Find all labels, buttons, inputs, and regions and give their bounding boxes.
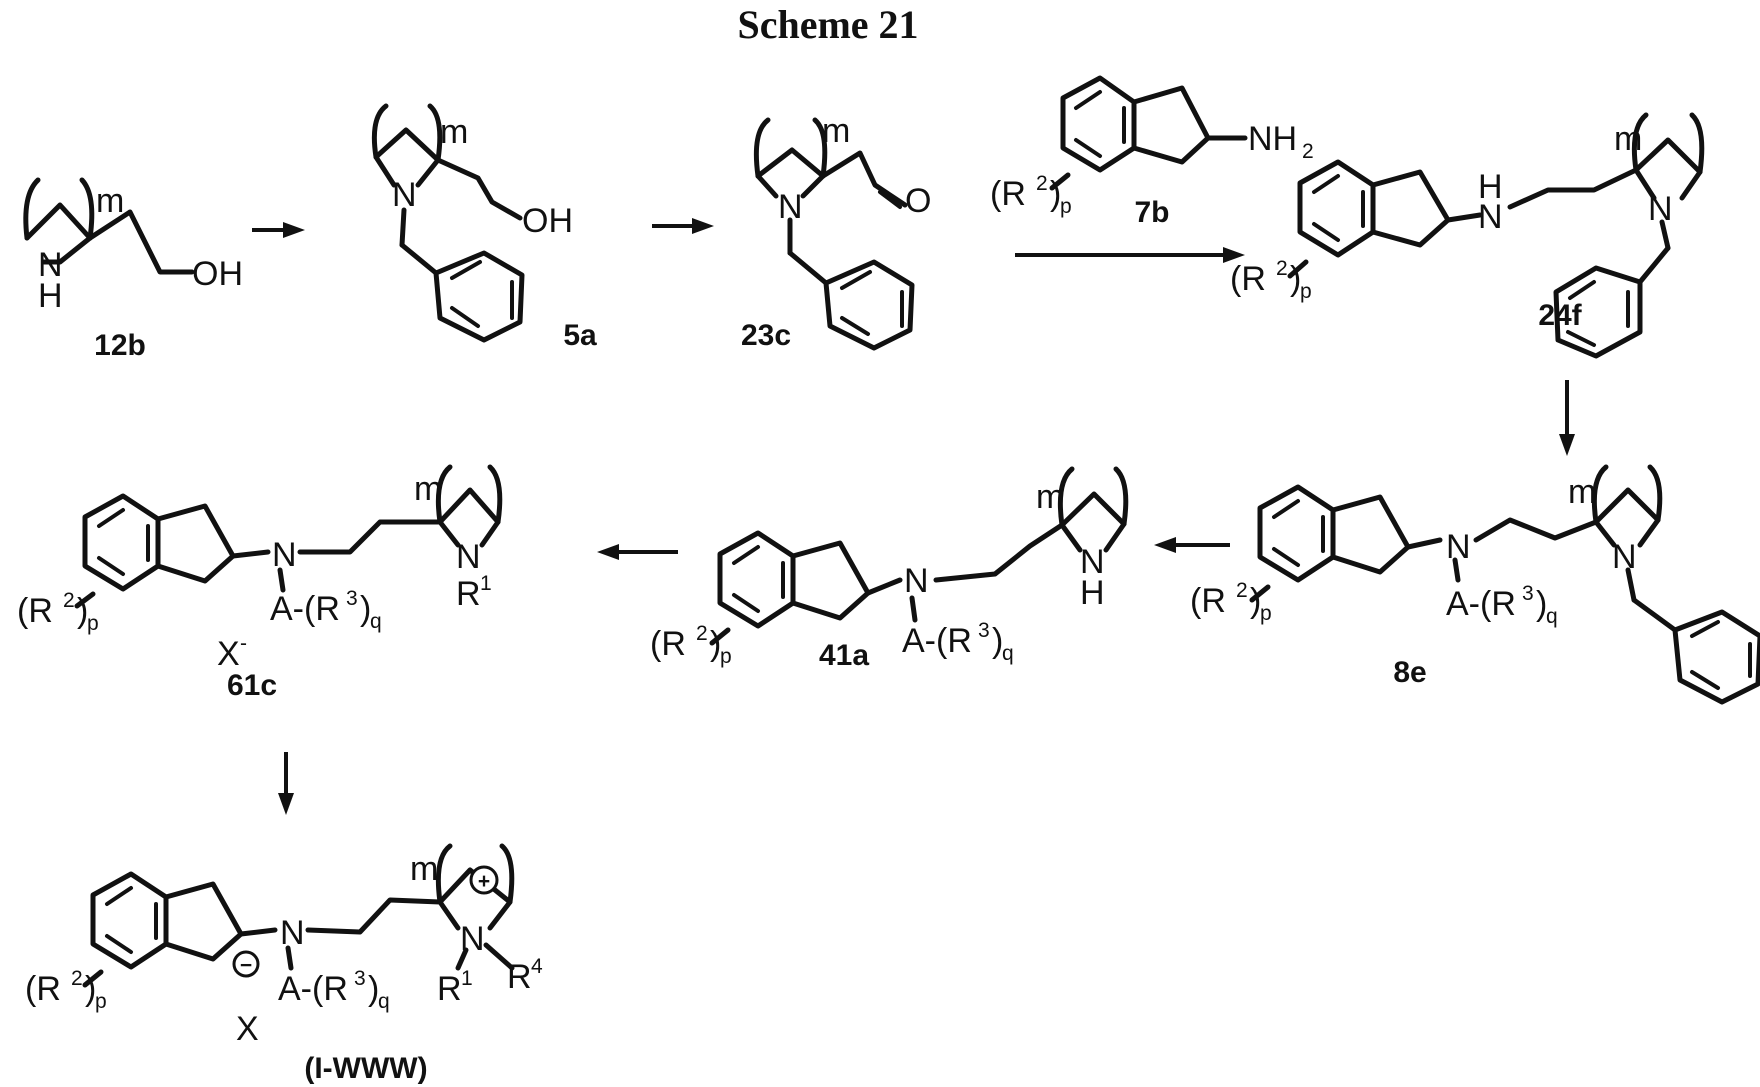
atom-label: R [437,970,462,1008]
atom-label: p [87,612,99,635]
atom-label: 4 [531,955,543,978]
atom-label: q [1546,605,1558,628]
compound-label: 23c [741,319,791,352]
atom-label: NH [1248,120,1297,158]
atom-label: q [1002,642,1014,665]
atom-label: A-(R [902,622,972,660]
atom-label: H [1080,574,1105,612]
compound-label: 41a [819,639,869,672]
atom-label: A-(R [270,590,340,628]
compound-41a: N N H m A-(R 3 ) q (R 2 ) p 41a [650,469,1126,672]
atom-label: H [38,277,63,315]
atom-label: A-(R [278,970,348,1008]
atom-label: OH [192,255,243,293]
compound-24f: H N N m (R 2 ) p 24f [1230,115,1702,356]
atom-label: X [217,635,240,673]
atom-label: 2 [1036,172,1048,195]
atom-label: q [370,610,382,633]
atom-label: N [904,562,929,600]
reaction-arrow [278,752,294,815]
negative-charge: − [240,954,252,977]
atom-label: p [1260,602,1272,625]
atom-label: (R [1230,260,1266,298]
atom-label: p [720,645,732,668]
compound-label: 5a [563,319,597,352]
reaction-arrow [1154,537,1230,553]
atom-label: A-(R [1446,585,1516,623]
atom-label: N [456,538,481,576]
atom-label: R [456,575,481,613]
compound-label: 8e [1393,656,1426,689]
atom-label: m [440,113,468,151]
atom-label: 3 [346,587,358,610]
atom-label: N [280,914,305,952]
atom-label: 2 [1276,257,1288,280]
atom-label: m [410,850,438,888]
atom-label: m [414,470,442,508]
scheme-title: Scheme 21 [737,2,918,47]
reaction-arrow [1015,247,1245,263]
compound-I-WWW: + N N m A-(R 3 ) q R 1 R 4 (R 2 ) p − X … [25,846,543,1085]
atom-label: O [905,182,931,220]
atom-label: N [778,188,803,226]
compound-label: (I-WWW) [304,1052,427,1085]
atom-label: 3 [978,619,990,642]
atom-label: N [392,176,417,214]
compound-label: 7b [1134,196,1169,229]
atom-label: 1 [461,967,473,990]
compound-5a: N m OH 5a [374,106,597,352]
atom-label: (R [17,592,53,630]
atom-label: p [1060,195,1072,218]
reaction-arrow [652,218,714,234]
reaction-arrow [597,544,678,560]
atom-label: m [96,182,124,220]
atom-label: 2 [696,622,708,645]
atom-label: N [460,920,485,958]
compound-8e: N N m A-(R 3 ) q (R 2 ) p 8e [1190,467,1760,702]
reaction-arrow [252,222,305,238]
atom-label: (R [25,970,61,1008]
atom-label: (R [650,625,686,663]
compound-23c: N m O 23c [741,112,931,352]
atom-label: OH [522,202,573,240]
atom-label: (R [990,175,1026,213]
atom-label: N [272,536,297,574]
atom-label: N [1612,538,1637,576]
compound-label: 12b [94,329,146,362]
atom-label: N [1478,198,1503,236]
atom-label: m [822,112,850,150]
atom-label: 2 [1302,140,1314,163]
compound-label: 24f [1538,299,1582,332]
atom-label: m [1568,473,1596,511]
atom-label: m [1036,478,1064,516]
atom-label: p [1300,280,1312,303]
positive-charge: + [478,870,490,893]
compound-7b: NH 2 (R 2 ) p 7b [990,78,1314,229]
atom-label: R [507,958,532,996]
atom-label: 1 [480,572,492,595]
atom-label: N [1446,528,1471,566]
atom-label: 3 [354,967,366,990]
atom-label: X [236,1010,259,1048]
atom-label: p [95,990,107,1013]
atom-label: (R [1190,582,1226,620]
atom-label: 3 [1522,582,1534,605]
atom-label: - [240,632,247,655]
atom-label: 2 [71,967,83,990]
compound-label: 61c [227,669,277,702]
compound-12b: N H m OH 12b [26,180,243,362]
compound-61c: N N m R 1 A-(R 3 ) q (R 2 ) p X - 61c [17,467,500,702]
atom-label: N [1648,190,1673,228]
atom-label: 2 [1236,579,1248,602]
atom-label: 2 [63,589,75,612]
reaction-arrow [1559,380,1575,456]
atom-label: q [378,990,390,1013]
atom-label: m [1614,120,1642,158]
